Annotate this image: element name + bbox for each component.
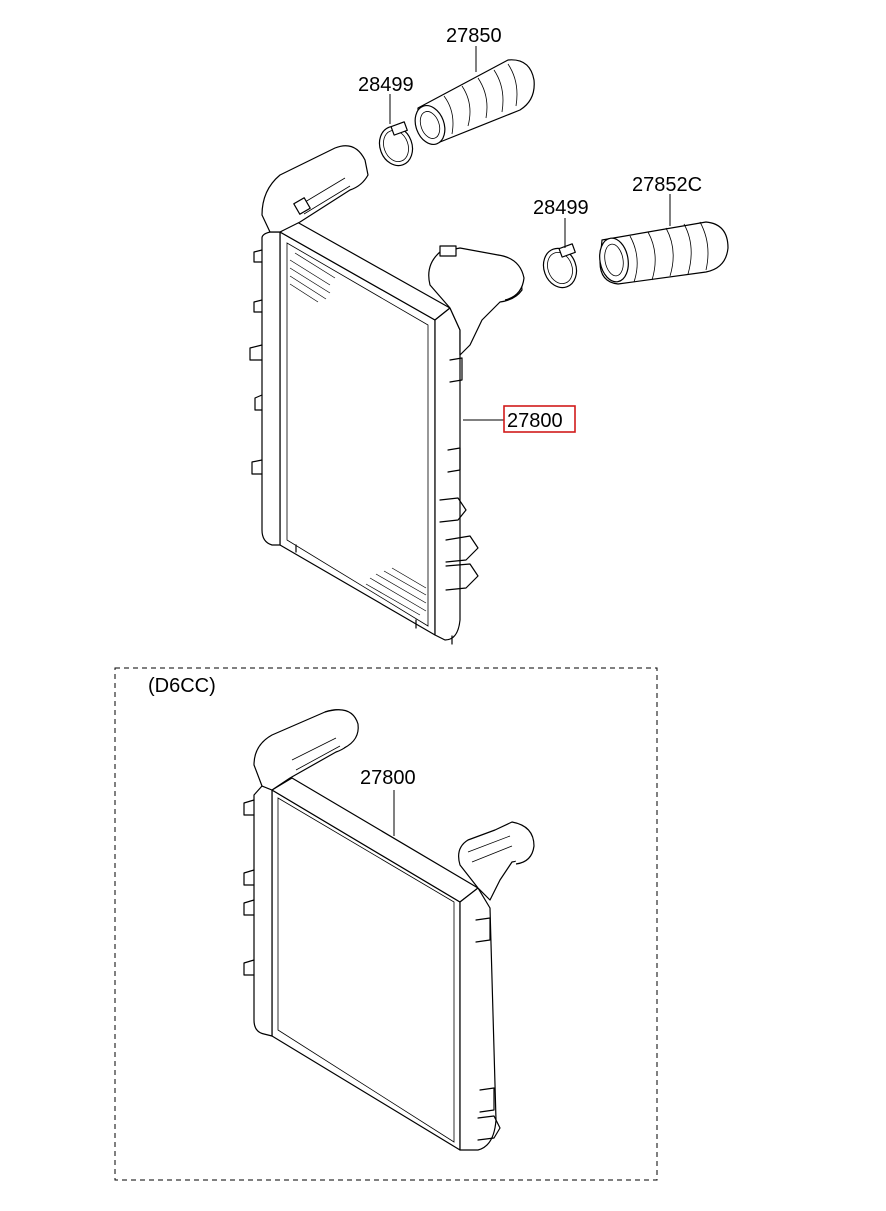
callout-intercooler-main[interactable]: 27800 <box>507 410 563 432</box>
intercooler-main-drawing <box>249 145 525 645</box>
callout-hose-27852c[interactable]: 27852C <box>632 174 702 196</box>
callout-intercooler-variant[interactable]: 27800 <box>360 767 416 789</box>
variant-box <box>114 667 658 1181</box>
variant-label: (D6CC) <box>148 675 216 697</box>
hose-27850-drawing <box>414 59 535 145</box>
clamp-upper-drawing <box>378 121 414 167</box>
callout-hose-27850[interactable]: 27850 <box>446 25 502 47</box>
callout-clamp-lower[interactable]: 28499 <box>533 197 589 219</box>
intercooler-variant-drawing <box>243 709 535 1151</box>
clamp-lower-drawing <box>542 243 578 289</box>
hose-27852c-drawing <box>599 221 729 285</box>
callout-clamp-upper[interactable]: 28499 <box>358 74 414 96</box>
highlight-box <box>503 405 576 433</box>
